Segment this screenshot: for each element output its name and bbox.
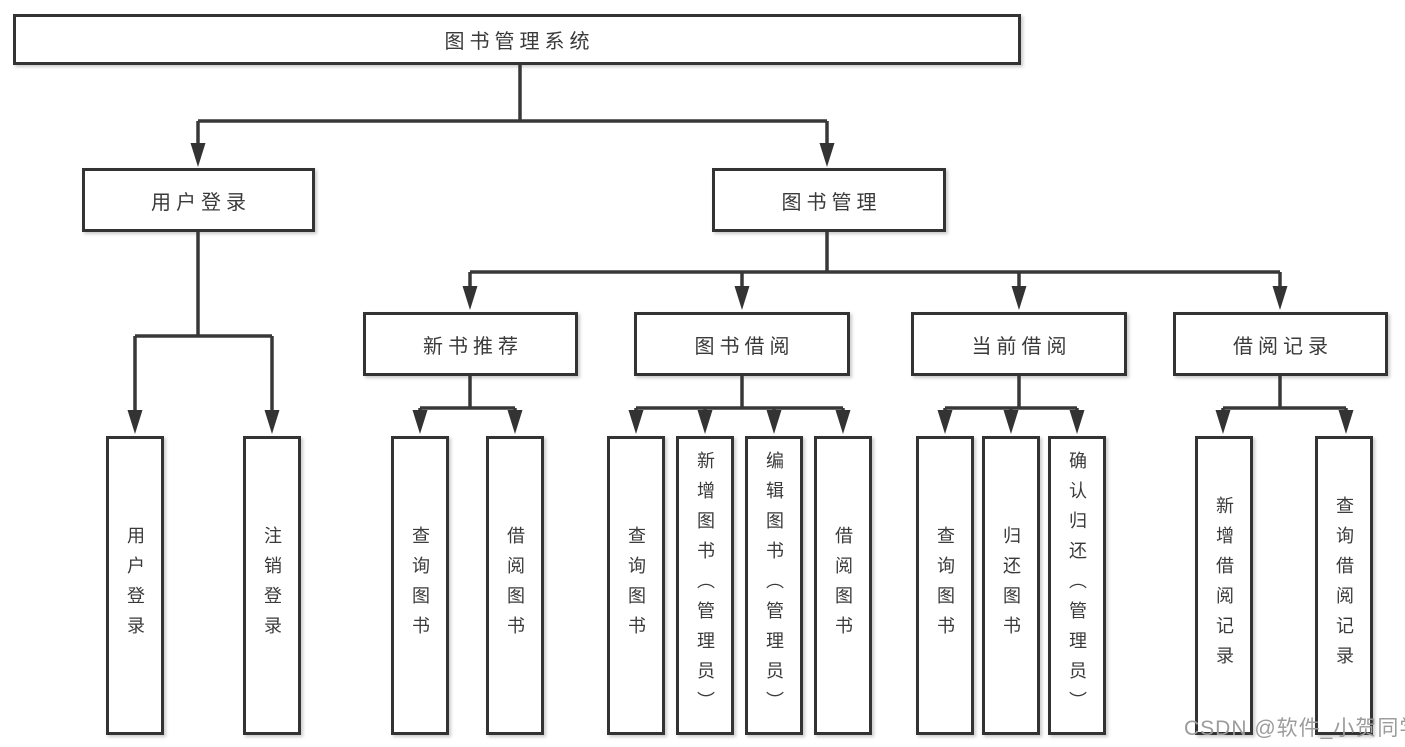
leaf-search-books-1: 查询图书 [391,436,449,735]
watermark: CSDN @软件_小贺同学 [1184,717,1405,740]
leaf-confirm-return-admin: 确认归还（管理员） [1048,436,1106,735]
leaf-add-book-admin: 新增图书（管理员） [676,436,734,735]
node-user-login: 用户登录 [82,168,315,232]
leaf-user-login: 用户登录 [106,436,164,735]
node-current-borrowing: 当前借阅 [911,312,1127,376]
leaf-return-books: 归还图书 [982,436,1040,735]
leaf-borrow-books-2: 借阅图书 [814,436,872,735]
node-book-borrowing: 图书借阅 [634,312,850,376]
node-borrowing-records: 借阅记录 [1173,312,1388,376]
leaf-logout: 注销登录 [243,436,301,735]
leaf-add-borrow-record: 新增借阅记录 [1195,436,1253,735]
leaf-borrow-books-1: 借阅图书 [486,436,544,735]
arrowheads [127,143,1354,434]
leaf-edit-book-admin: 编辑图书（管理员） [745,436,803,735]
node-book-management: 图书管理 [712,168,946,232]
node-library-management-system: 图书管理系统 [13,14,1021,65]
leaf-search-books-2: 查询图书 [607,436,665,735]
leaf-search-borrow-record: 查询借阅记录 [1315,436,1373,735]
connector-paths [133,65,1348,416]
node-new-book-recommendation: 新书推荐 [363,312,578,376]
leaf-search-books-3: 查询图书 [916,436,974,735]
